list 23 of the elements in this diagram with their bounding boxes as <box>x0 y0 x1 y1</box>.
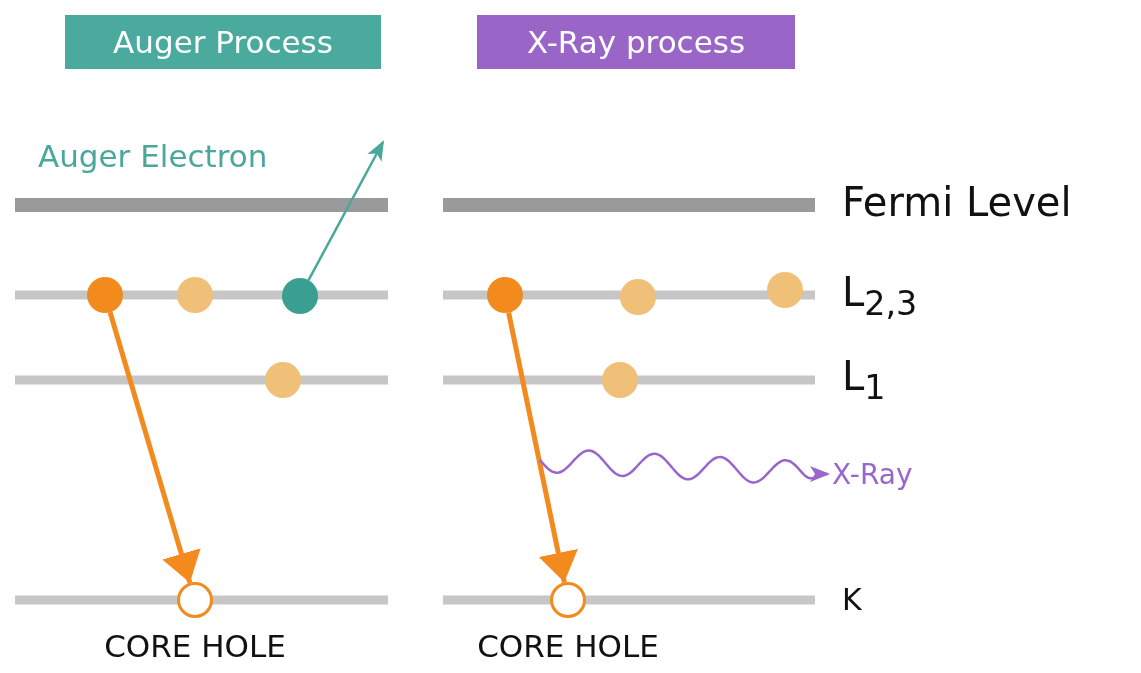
x-ray-label: X-Ray <box>832 455 957 493</box>
electron-circle <box>282 278 318 314</box>
energy-level-label: L$_{2,3}$ <box>842 268 918 324</box>
energy-level-label: K <box>842 582 862 618</box>
energy-level-label: L$_{1}$ <box>842 352 886 408</box>
electron-circle <box>620 279 656 315</box>
arrow <box>107 311 201 584</box>
electron-circle <box>767 272 803 308</box>
arrow <box>506 312 578 583</box>
core-hole-circle <box>177 582 213 618</box>
electron-circle <box>265 362 301 398</box>
electron-circle <box>177 277 213 313</box>
electron-circle <box>487 277 523 313</box>
wavy-arrow <box>539 449 830 484</box>
arrow <box>307 140 385 281</box>
core-hole-caption: CORE HOLE <box>103 628 287 664</box>
electron-circle <box>602 362 638 398</box>
energy-level-label: Fermi Level <box>842 178 1072 226</box>
electron-circle <box>87 277 123 313</box>
core-hole-circle <box>550 582 586 618</box>
process-title: Auger Process <box>65 15 381 69</box>
process-title: X-Ray process <box>477 15 795 69</box>
core-hole-caption: CORE HOLE <box>476 628 660 664</box>
